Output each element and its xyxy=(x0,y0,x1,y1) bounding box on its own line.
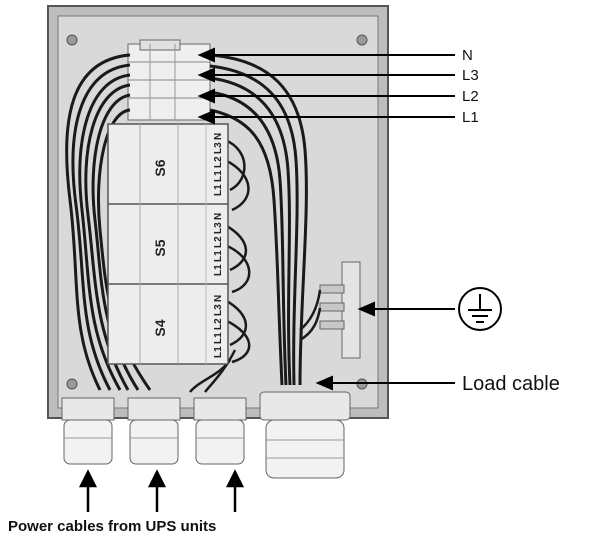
terminal-label: L1 xyxy=(213,332,224,344)
arrow-up-icon xyxy=(150,472,164,512)
protective-earth-icon xyxy=(459,288,501,330)
breaker-s6-label: S6 xyxy=(152,159,168,176)
label-l2: L2 xyxy=(462,88,479,105)
busbar-block xyxy=(128,40,210,120)
breaker-s5-label: S5 xyxy=(152,239,168,256)
label-l3: L3 xyxy=(462,67,479,84)
terminal-label: L2 xyxy=(213,156,224,168)
label-load-cable: Load cable xyxy=(462,373,560,395)
terminal-label: L3 xyxy=(213,304,224,316)
terminal-label: L2 xyxy=(213,236,224,248)
cable-gland-load xyxy=(260,392,350,478)
terminal-label: N xyxy=(213,213,224,220)
terminal-label: N xyxy=(213,295,224,302)
breaker-s4: S4 xyxy=(152,319,168,336)
cable-gland-3 xyxy=(194,398,246,464)
terminal-label: L3 xyxy=(213,142,224,154)
label-l1: L1 xyxy=(462,109,479,126)
cable-gland-1 xyxy=(62,398,114,464)
terminal-label: L3 xyxy=(213,222,224,234)
arrow-up-icon xyxy=(81,472,95,512)
label-n: N xyxy=(462,47,473,64)
terminal-label: L1 xyxy=(213,250,224,262)
caption: Power cables from UPS units xyxy=(8,518,216,535)
terminal-label: L2 xyxy=(213,318,224,330)
terminal-label: L1 xyxy=(213,184,224,196)
terminal-label: L1 xyxy=(213,264,224,276)
arrow-up-icon xyxy=(228,472,242,512)
terminal-label: L1 xyxy=(213,346,224,358)
breaker-s5: S5 xyxy=(152,239,168,256)
breaker-s6: S6 xyxy=(152,159,168,176)
breaker-s4-label: S4 xyxy=(152,319,168,336)
terminal-label: L1 xyxy=(213,170,224,182)
terminal-label: N xyxy=(213,133,224,140)
cable-gland-2 xyxy=(128,398,180,464)
breaker-stack xyxy=(108,124,228,364)
